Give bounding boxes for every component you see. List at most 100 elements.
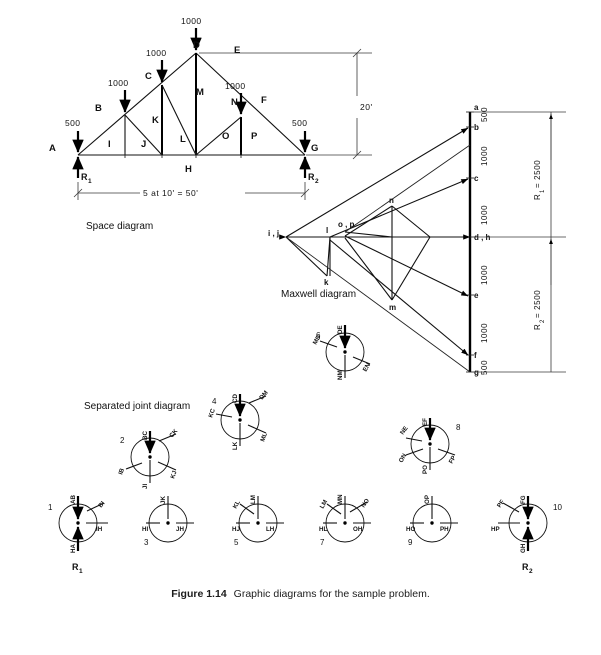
joint-4-member-lk: LK [232,441,239,450]
joint-10: 10 FG PF HP GH R 2 [491,495,562,575]
maxwell-point-k: k [324,278,329,287]
maxwell-segment-1000-ef: 1000 [480,323,489,343]
space-label-L: L [180,134,186,145]
joint-3: 3 JK JH HI [142,496,194,547]
space-label-I: I [108,139,111,150]
load-label-fg: 500 [292,118,307,128]
maxwell-point-dh: d , h [474,233,491,242]
maxwell-segment-1000-cd: 1000 [480,205,489,225]
joint-7-member-hl: HL [319,526,327,533]
joint-1-member-ab: AB [70,495,77,504]
load-label-bc: 1000 [108,78,129,88]
space-label-O: O [222,131,229,142]
joint-4-number: 4 [212,397,217,406]
joint-6-member-md: MD [312,334,323,346]
joint-9-number: 9 [408,538,413,547]
joint-1-reaction-letter: R [72,562,79,572]
joint-6-member-en: EN [362,362,373,373]
joint-3-member-hi: HI [142,526,148,533]
space-label-P: P [251,131,258,142]
maxwell-reaction-dim-label-r1: R 1 = 2500 [533,160,546,200]
space-diagram-title: Space diagram [86,221,153,232]
joint-5-member-hj: HJ [232,526,240,533]
space-label-J: J [141,139,146,150]
reaction-r2-subscript: 2 [315,178,319,185]
load-label-de: 1000 [181,16,202,26]
reaction-r1-letter: R [81,172,88,182]
maxwell-point-c: c [474,174,479,183]
joint-1-member-bi: BI [97,500,107,509]
joint-7-member-lm: LM [319,499,330,510]
maxwell-point-g: g [474,368,479,377]
space-label-G: G [311,143,318,154]
joint-7-number: 7 [320,538,325,547]
joint-1-member-ih: IH [96,526,103,533]
space-diagram-load-arrows [72,28,311,153]
space-label-N: N [231,97,238,108]
joint-6-number: 6 [316,331,321,340]
joint-2-member-bc: BC [142,431,149,440]
joint-5-member-lh: LH [266,526,275,533]
joint-2-member-ck: CK [168,428,179,440]
maxwell-point-m: m [389,303,396,312]
joint-10-number: 10 [553,503,562,512]
joint-6-member-de: DE [337,325,344,334]
space-diagram-reaction-label-r2: R 2 [308,172,319,185]
joint-4-member-kc: KC [207,407,217,418]
maxwell-segment-1000-de: 1000 [480,265,489,285]
joint-10-member-gh: GH [520,543,527,553]
joint-3-member-jk: JK [160,496,167,504]
joint-2: 2 BC CK KJ JI IB [117,428,179,489]
joint-8-member-ne: NE [399,425,410,436]
space-label-H: H [185,164,192,175]
joint-10-member-pf: PF [496,498,506,509]
maxwell-r1-subscript: 1 [540,189,546,193]
maxwell-point-l: l [326,226,328,235]
joint-8-member-po: PO [422,465,429,474]
joint-8: 8 EF FP PO ON NE [398,418,461,474]
maxwell-point-b: b [474,123,479,132]
joint-3-member-kh: JH [176,526,184,533]
space-diagram-span-dimension [73,182,310,200]
separated-joint-diagram: Separated joint diagram 6 DE EN NM MD [48,325,562,575]
space-diagram-height-dimension [199,48,372,160]
joint-5-member-lm: LM [250,495,257,504]
joint-1-number: 1 [48,503,53,512]
load-label-ef: 1000 [225,81,246,91]
joint-1-member-ha: HA [70,544,77,553]
load-label-cd: 1000 [146,48,167,58]
space-label-M: M [196,87,204,98]
maxwell-r2-subscript: 2 [540,319,546,323]
joint-8-member-fp: FP [448,455,458,465]
reaction-r2-letter: R [308,172,315,182]
joint-8-member-ef: EF [422,418,429,426]
joint-10-reaction-label: R 2 [522,562,533,575]
maxwell-point-a: a [474,103,479,112]
space-label-A: A [49,143,56,154]
maxwell-r2-letter: R [533,324,542,330]
maxwell-diagram: a b c d , h e f g 500 1000 1000 1000 100… [268,103,566,377]
joint-4-member-cd: CD [232,394,239,403]
joint-1-reaction-subscript: 1 [79,568,83,575]
joint-7-member-mn: MN [337,494,344,504]
space-diagram-reaction-label-r1: R 1 [81,172,92,185]
joint-2-member-kj: KJ [169,469,178,479]
maxwell-segment-500-fg: 500 [480,360,489,375]
joint-8-member-on: ON [398,452,409,464]
height-dimension-label: 20' [360,102,373,112]
maxwell-segment-1000-bc: 1000 [480,146,489,166]
maxwell-point-e: e [474,291,479,300]
joint-7-member-no: NO [360,497,371,509]
joint-5: 5 KL LM LH HJ [232,495,284,547]
maxwell-force-polygon [279,127,471,373]
space-label-C: C [145,71,152,82]
maxwell-r1-letter: R [533,194,542,200]
joint-8-number: 8 [456,423,461,432]
joint-4-member-ml: ML [259,432,269,443]
span-dimension-label: 5 at 10' = 50' [143,188,198,198]
joint-9: 9 OP PH HO [406,495,458,547]
joint-10-member-fg: FG [520,495,527,504]
space-diagram-web-members [124,53,242,156]
maxwell-reaction-dim-label-r2: R 2 = 2500 [533,290,546,330]
